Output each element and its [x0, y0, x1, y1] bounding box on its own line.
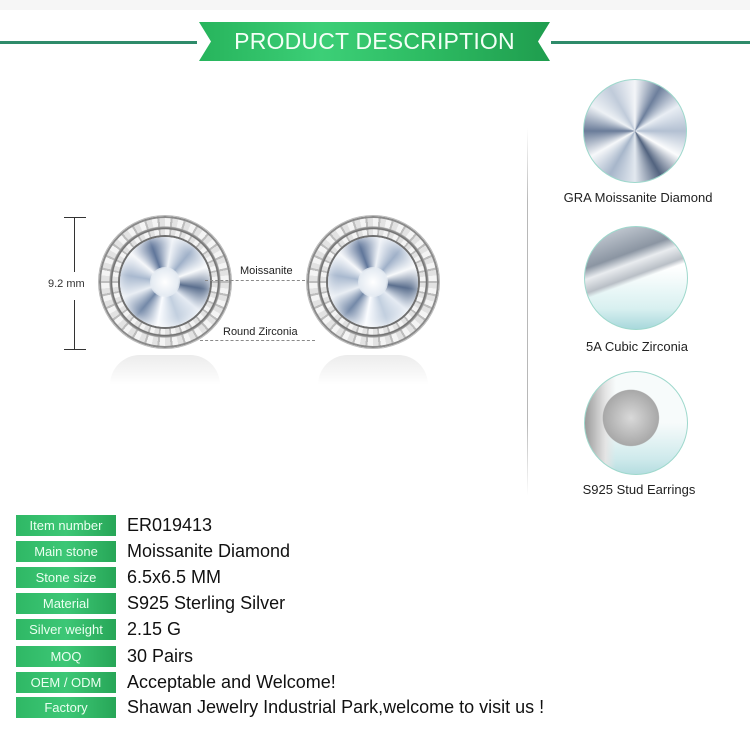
spec-label: OEM / ODM — [16, 672, 116, 693]
spec-label: Material — [16, 593, 116, 614]
spec-value: 2.15 G — [127, 619, 182, 639]
header-rule-right — [551, 41, 750, 44]
spec-row-item-number: Item number ER019413 — [16, 515, 212, 536]
spec-row-silver-weight: Silver weight 2.15 G — [16, 619, 181, 640]
center-moissanite-stone — [328, 237, 418, 327]
spec-label: Factory — [16, 697, 116, 718]
callout-round-zirconia: Round Zirconia — [223, 326, 298, 338]
moissanite-gem-icon — [583, 79, 687, 183]
feature-label-moissanite: GRA Moissanite Diamond — [563, 190, 713, 205]
spec-value: Acceptable and Welcome! — [127, 672, 336, 692]
spec-row-oem-odm: OEM / ODM Acceptable and Welcome! — [16, 672, 336, 693]
earring-right-reflection — [318, 355, 428, 385]
earring-left-reflection — [110, 355, 220, 385]
spec-label: Silver weight — [16, 619, 116, 640]
spec-value: 6.5x6.5 MM — [127, 567, 222, 587]
spec-label: MOQ — [16, 646, 116, 667]
dimension-tick-top — [64, 217, 86, 218]
callout-moissanite: Moissanite — [240, 265, 293, 277]
spec-label: Main stone — [16, 541, 116, 562]
spec-row-factory: Factory Shawan Jewelry Industrial Park,w… — [16, 697, 544, 718]
feature-label-zirconia: 5A Cubic Zirconia — [586, 339, 688, 354]
zirconia-halo-icon — [584, 226, 688, 330]
header-rule-left — [0, 41, 197, 44]
spec-value: ER019413 — [127, 515, 213, 535]
earring-post-icon — [584, 371, 688, 475]
spec-value: S925 Sterling Silver — [127, 593, 286, 613]
spec-value: Moissanite Diamond — [127, 541, 291, 561]
center-moissanite-stone — [120, 237, 210, 327]
spec-value: Shawan Jewelry Industrial Park,welcome t… — [127, 697, 545, 717]
dimension-line-top — [74, 217, 75, 272]
vertical-divider — [527, 128, 528, 496]
spec-row-stone-size: Stone size 6.5x6.5 MM — [16, 567, 221, 588]
callout-leader-moissanite — [205, 280, 305, 281]
spec-row-moq: MOQ 30 Pairs — [16, 646, 193, 667]
spec-label: Stone size — [16, 567, 116, 588]
earring-left-image — [99, 216, 231, 348]
callout-leader-zirconia — [200, 340, 315, 341]
top-band — [0, 0, 750, 10]
feature-label-stud: S925 Stud Earrings — [582, 482, 696, 497]
dimension-tick-bottom — [64, 349, 86, 350]
spec-row-main-stone: Main stone Moissanite Diamond — [16, 541, 290, 562]
dimension-label: 9.2 mm — [48, 278, 85, 290]
header-ribbon: PRODUCT DESCRIPTION — [199, 22, 550, 61]
spec-value: 30 Pairs — [127, 646, 194, 666]
page-title: PRODUCT DESCRIPTION — [234, 28, 515, 54]
earring-right-image — [307, 216, 439, 348]
spec-row-material: Material S925 Sterling Silver — [16, 593, 285, 614]
dimension-line-bottom — [74, 300, 75, 349]
spec-label: Item number — [16, 515, 116, 536]
